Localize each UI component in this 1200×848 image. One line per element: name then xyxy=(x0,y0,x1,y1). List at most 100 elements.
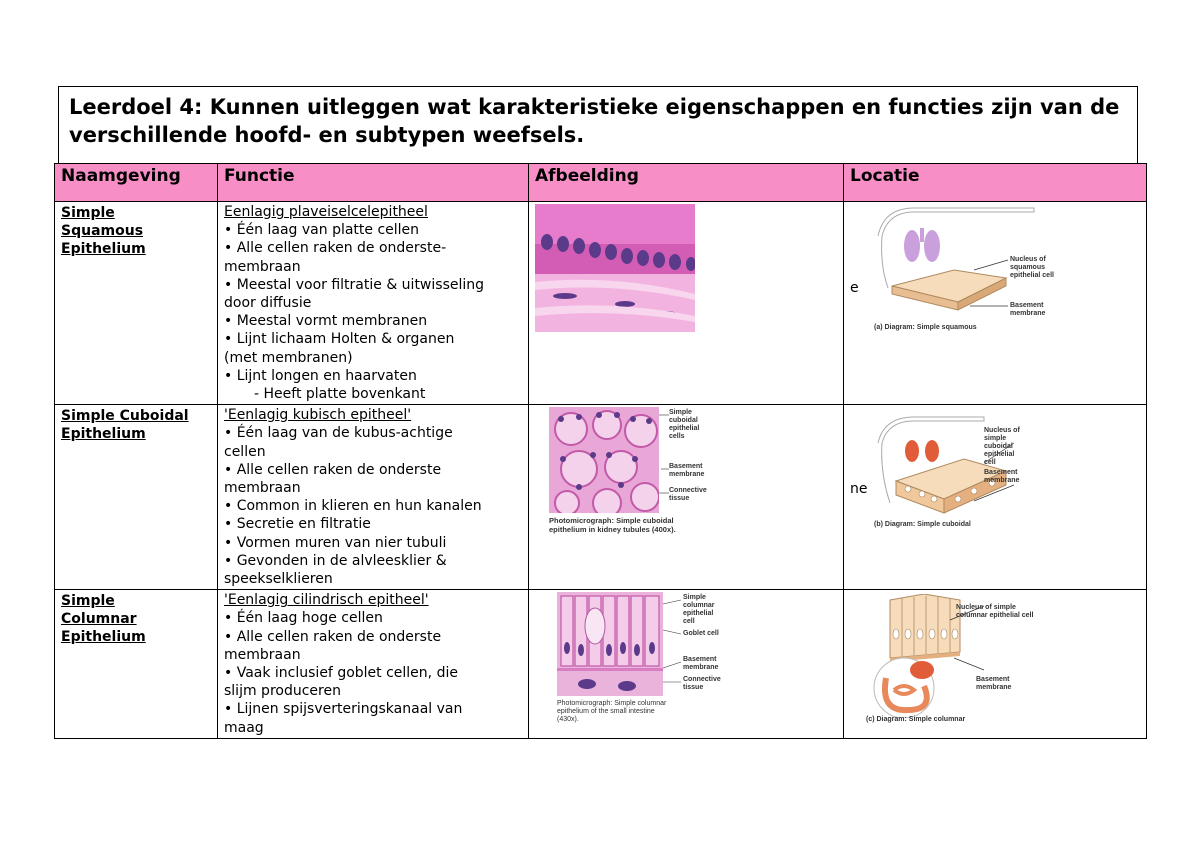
table-row: Simple Columnar Epithelium 'Eenlagig cil… xyxy=(54,589,1147,739)
clipped-text: e xyxy=(850,280,859,296)
row-function: 'Eenlagig cilindrisch epitheel' • Één la… xyxy=(217,589,529,739)
function-lead: Eenlagig plaveiselcelepitheel xyxy=(224,204,428,220)
photo-label: Simple xyxy=(669,409,692,417)
name-line: Simple xyxy=(61,205,115,221)
squamous-micrograph xyxy=(535,204,695,332)
name-line: Squamous xyxy=(61,223,144,239)
function-line: • Lijnt lichaam Holten & organen xyxy=(224,331,455,348)
photo-caption: Photomicrograph: Simple cuboidal xyxy=(549,516,674,526)
function-line: • Vormen muren van nier tubuli xyxy=(224,534,447,551)
photo-label: Connective xyxy=(683,676,721,684)
name-line: Epithelium xyxy=(61,629,146,646)
squamous-diagram xyxy=(874,206,1064,346)
photo-label: tissue xyxy=(669,495,690,503)
photo-label: membrane xyxy=(669,471,705,479)
table-row: Simple Squamous Epithelium Eenlagig plav… xyxy=(54,200,1147,406)
function-line: • Alle cellen raken de onderste xyxy=(224,628,442,645)
diagram-label: cell xyxy=(984,459,996,467)
function-line: • Lijnt longen en haarvaten xyxy=(224,367,417,384)
row-name: Simple Squamous Epithelium xyxy=(54,200,218,406)
function-line: door diffusie xyxy=(224,295,312,312)
photo-label: Basement xyxy=(683,656,717,664)
function-line: • Vaak inclusief goblet cellen, die xyxy=(224,665,458,682)
diagram-label: Nucleus of xyxy=(984,427,1020,435)
cuboidal-diagram xyxy=(877,416,1015,515)
header-locatie: Locatie xyxy=(843,163,1147,202)
diagram-label: Basement xyxy=(984,469,1018,477)
photo-label: epithelial xyxy=(669,425,700,433)
row-location: ne Nucleus of simple cuboidal epithelial… xyxy=(843,404,1147,591)
photo-label: membrane xyxy=(683,664,719,672)
function-line: • Alle cellen raken de onderste xyxy=(224,461,442,478)
table-header-row: Naamgeving Functie Afbeelding Locatie xyxy=(54,163,1147,202)
function-line: membraan xyxy=(224,258,301,275)
function-subpoint: - Heeft platte bovenkant xyxy=(254,386,426,403)
header-functie: Functie xyxy=(217,163,529,202)
function-line: (met membranen) xyxy=(224,349,353,366)
name-line: Columnar xyxy=(61,611,137,628)
diagram-label: simple xyxy=(984,435,1007,443)
function-line: • Secretie en filtratie xyxy=(224,516,371,533)
function-line: • Één laag van de kubus-achtige xyxy=(224,425,453,442)
function-line: maag xyxy=(224,719,264,736)
diagram-label: membrane xyxy=(1010,310,1046,317)
diagram-label: squamous xyxy=(1010,264,1046,271)
row-name: Simple Cuboidal Epithelium xyxy=(54,404,218,591)
row-function: 'Eenlagig kubisch epitheel' • Één laag v… xyxy=(217,404,529,591)
name-line: Epithelium xyxy=(61,426,146,443)
row-image: Simple cuboidal epithelial cells Basemen… xyxy=(528,404,844,591)
columnar-diagram xyxy=(873,594,985,719)
photo-label: columnar xyxy=(683,602,715,610)
diagram-label: membrane xyxy=(976,684,1012,692)
diagram-label: cuboidal xyxy=(984,443,1013,451)
function-line: speekselklieren xyxy=(224,571,333,588)
function-line: • Één laag hoge cellen xyxy=(224,610,383,627)
photo-label: epithelial xyxy=(683,610,714,618)
diagram-caption: (a) Diagram: Simple squamous xyxy=(874,324,977,331)
photo-label: Basement xyxy=(669,463,703,471)
row-image xyxy=(528,200,844,406)
row-name: Simple Columnar Epithelium xyxy=(54,589,218,739)
function-line: • Gevonden in de alvleesklier & xyxy=(224,552,447,569)
page-title: Leerdoel 4: Kunnen uitleggen wat karakte… xyxy=(58,86,1138,164)
function-line: membraan xyxy=(224,480,301,497)
header-naamgeving: Naamgeving xyxy=(54,163,218,202)
diagram-label: membrane xyxy=(984,477,1020,485)
photo-label: cells xyxy=(669,433,685,441)
photo-label: cuboidal xyxy=(669,417,698,425)
function-line: cellen xyxy=(224,443,266,460)
function-line: slijm produceren xyxy=(224,683,341,700)
tissue-table: Naamgeving Functie Afbeelding Locatie Si… xyxy=(54,163,1147,739)
diagram-label: columnar epithelial cell xyxy=(956,612,1034,620)
header-afbeelding: Afbeelding xyxy=(528,163,844,202)
function-line: • Lijnen spijsverteringskanaal van xyxy=(224,701,463,718)
clipped-text: ne xyxy=(850,481,868,498)
function-line: • Één laag van platte cellen xyxy=(224,222,420,239)
name-line: Simple Cuboidal xyxy=(61,408,189,425)
diagram-label: epithelial xyxy=(984,451,1015,459)
photo-caption: epithelium of the small intestine xyxy=(557,708,655,716)
function-line: membraan xyxy=(224,646,301,663)
function-line: • Common in klieren en hun kanalen xyxy=(224,498,482,515)
photo-label: cell xyxy=(683,618,695,626)
diagram-caption: (c) Diagram: Simple columnar xyxy=(866,716,966,724)
diagram-caption: (b) Diagram: Simple cuboidal xyxy=(874,521,971,529)
table-row: Simple Cuboidal Epithelium 'Eenlagig kub… xyxy=(54,404,1147,591)
row-function: Eenlagig plaveiselcelepitheel • Één laag… xyxy=(217,200,529,406)
function-line: • Meestal vormt membranen xyxy=(224,313,428,330)
diagram-label: Basement xyxy=(976,676,1010,684)
function-line: • Alle cellen raken de onderste- xyxy=(224,240,447,257)
photo-leader-lines xyxy=(659,414,669,494)
diagram-label: Nucleus of simple xyxy=(956,604,1016,612)
photo-label: Simple xyxy=(683,594,706,602)
photo-label: Connective xyxy=(669,487,707,495)
cuboidal-micrograph xyxy=(549,407,659,514)
photo-label: Goblet cell xyxy=(683,630,719,638)
row-location: e Nucleus of squamous epithelial cell Ba… xyxy=(843,200,1147,406)
function-lead: 'Eenlagig kubisch epitheel' xyxy=(224,407,412,424)
photo-caption: epithelium in kidney tubules (400x). xyxy=(549,525,676,535)
row-image: Simple columnar epithelial cell Goblet c… xyxy=(528,589,844,739)
function-line: • Meestal voor filtratie & uitwisseling xyxy=(224,276,485,293)
photo-caption: (430x). xyxy=(557,716,579,724)
diagram-label: Nucleus of xyxy=(1010,256,1046,263)
